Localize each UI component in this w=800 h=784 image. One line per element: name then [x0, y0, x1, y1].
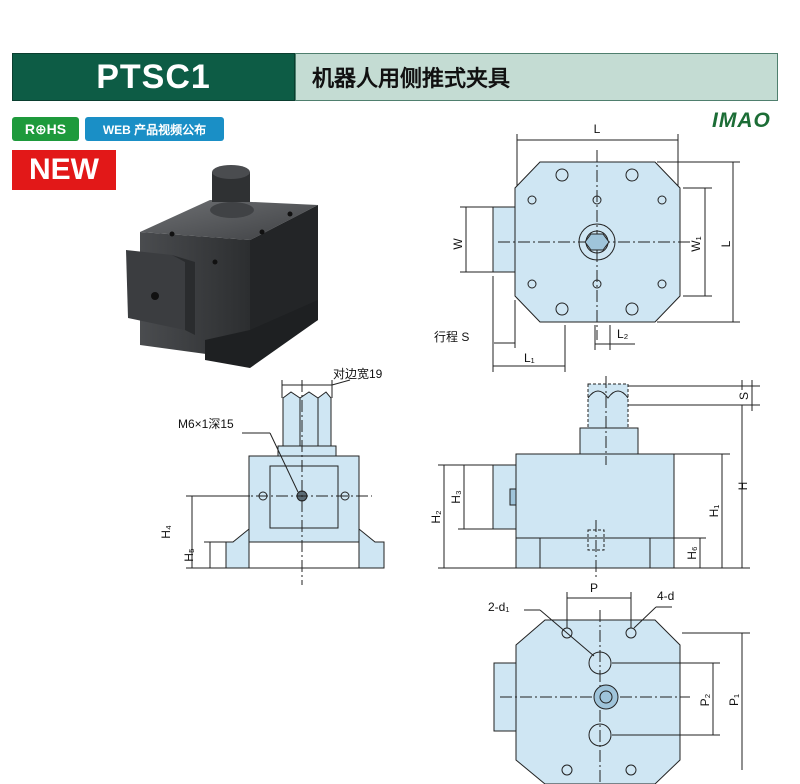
top-view — [460, 134, 740, 372]
side-view — [438, 376, 760, 578]
brand-logo: IMAO — [712, 109, 771, 132]
dim-L-side: L — [719, 240, 733, 247]
two-d1-label: 2-d₁ — [488, 600, 509, 614]
product-name: 机器人用侧推式夹具 — [312, 66, 511, 91]
title-bar: PTSC1 机器人用侧推式夹具 — [12, 53, 778, 101]
front-view — [186, 379, 385, 585]
four-d-label: 4-d — [657, 589, 674, 603]
dim-H2: H₂ — [429, 510, 443, 524]
dim-L2: L₂ — [617, 327, 629, 341]
dim-H5: H₅ — [182, 548, 196, 562]
across-flats-label: 对边宽19 — [333, 366, 383, 381]
dim-L: L — [594, 122, 601, 136]
stroke-label: 行程 S — [434, 329, 469, 344]
thread-label: M6×1深15 — [178, 417, 234, 431]
dim-S: S — [737, 392, 751, 400]
model-code-box: PTSC1 — [12, 53, 295, 101]
model-code: PTSC1 — [96, 57, 211, 96]
product-photo — [126, 165, 318, 368]
dim-H4: H₄ — [159, 525, 173, 539]
new-badge: NEW — [12, 150, 116, 190]
dim-H6: H₆ — [685, 546, 699, 560]
top-view-labels: L W W₁ L 行程 S L₁ L₂ — [434, 122, 733, 365]
dim-P1: P₁ — [727, 694, 741, 706]
bottom-view — [493, 592, 750, 784]
dim-L1: L₁ — [524, 351, 535, 365]
dim-H: H — [736, 482, 750, 491]
badge-row: R⊕HS WEB 产品视频公布 — [12, 117, 224, 141]
dim-H3: H₃ — [449, 490, 463, 504]
dim-P2: P₂ — [698, 693, 712, 706]
bottom-view-labels: P 2-d₁ 4-d P₂ P₁ — [488, 581, 741, 706]
side-view-labels: S H H₁ H₆ H₂ H₃ — [429, 392, 751, 560]
dim-P: P — [590, 581, 598, 595]
rohs-badge: R⊕HS — [12, 117, 79, 141]
web-video-badge[interactable]: WEB 产品视频公布 — [85, 117, 224, 141]
dim-W1: W₁ — [689, 236, 703, 251]
dim-H1: H₁ — [707, 505, 721, 518]
dim-W: W — [451, 238, 465, 250]
front-view-labels: 对边宽19 M6×1深15 H₄ H₅ — [159, 366, 383, 562]
product-name-box: 机器人用侧推式夹具 — [295, 53, 778, 101]
